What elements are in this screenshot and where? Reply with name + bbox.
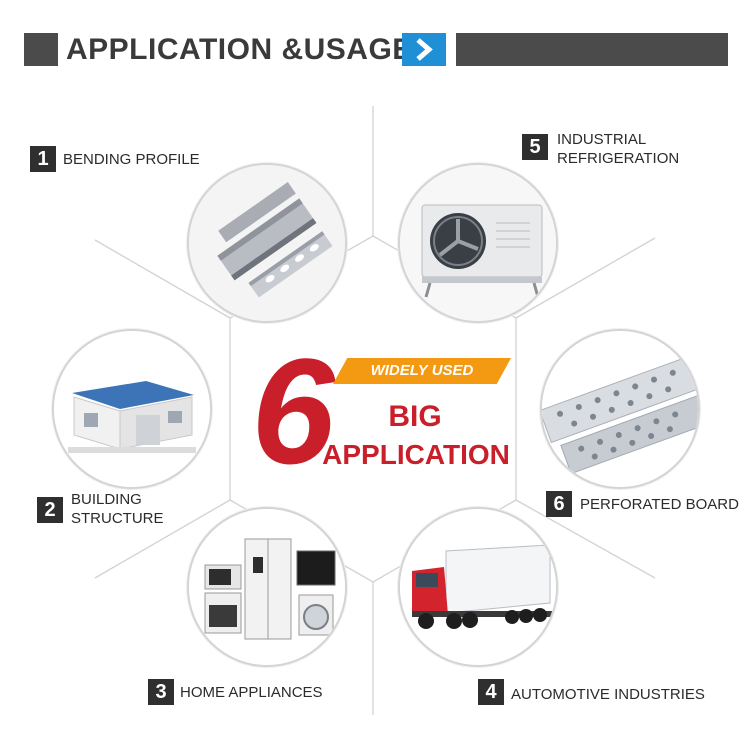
label-perforated-board: PERFORATED BOARD xyxy=(580,496,739,513)
number-badge-3: 3 xyxy=(148,679,174,705)
big-number: 6 xyxy=(251,327,334,495)
house-building-image xyxy=(52,329,212,489)
header-bar-right xyxy=(456,33,728,66)
home-appliances-image xyxy=(187,507,347,667)
number-badge-1: 1 xyxy=(30,146,56,172)
label-bending-profile: BENDING PROFILE xyxy=(63,151,200,168)
number-badge-5: 5 xyxy=(522,134,548,160)
page-title: APPLICATION &USAGE xyxy=(66,33,413,66)
label-home-appliances: HOME APPLIANCES xyxy=(180,684,323,701)
air-conditioner-unit-image xyxy=(398,163,558,323)
label-building: BUILDING xyxy=(71,491,142,508)
steel-channel-profiles-image xyxy=(187,163,347,323)
chevron-right-icon xyxy=(402,33,446,66)
label-refrigeration: REFRIGERATION xyxy=(557,150,680,167)
perforated-plates-image xyxy=(540,329,700,489)
center-line-application: APPLICATION xyxy=(322,439,510,470)
center-line-big: BIG xyxy=(388,400,442,433)
label-automotive-industries: AUTOMOTIVE INDUSTRIES xyxy=(511,686,705,703)
widely-used-banner: WIDELY USED xyxy=(333,358,511,384)
header-bar-left xyxy=(24,33,58,66)
number-badge-6: 6 xyxy=(546,491,572,517)
label-structure: STRUCTURE xyxy=(71,510,164,527)
number-badge-4: 4 xyxy=(478,679,504,705)
number-badge-2: 2 xyxy=(37,497,63,523)
truck-image xyxy=(398,507,558,667)
label-industrial: INDUSTRIAL xyxy=(557,131,647,148)
